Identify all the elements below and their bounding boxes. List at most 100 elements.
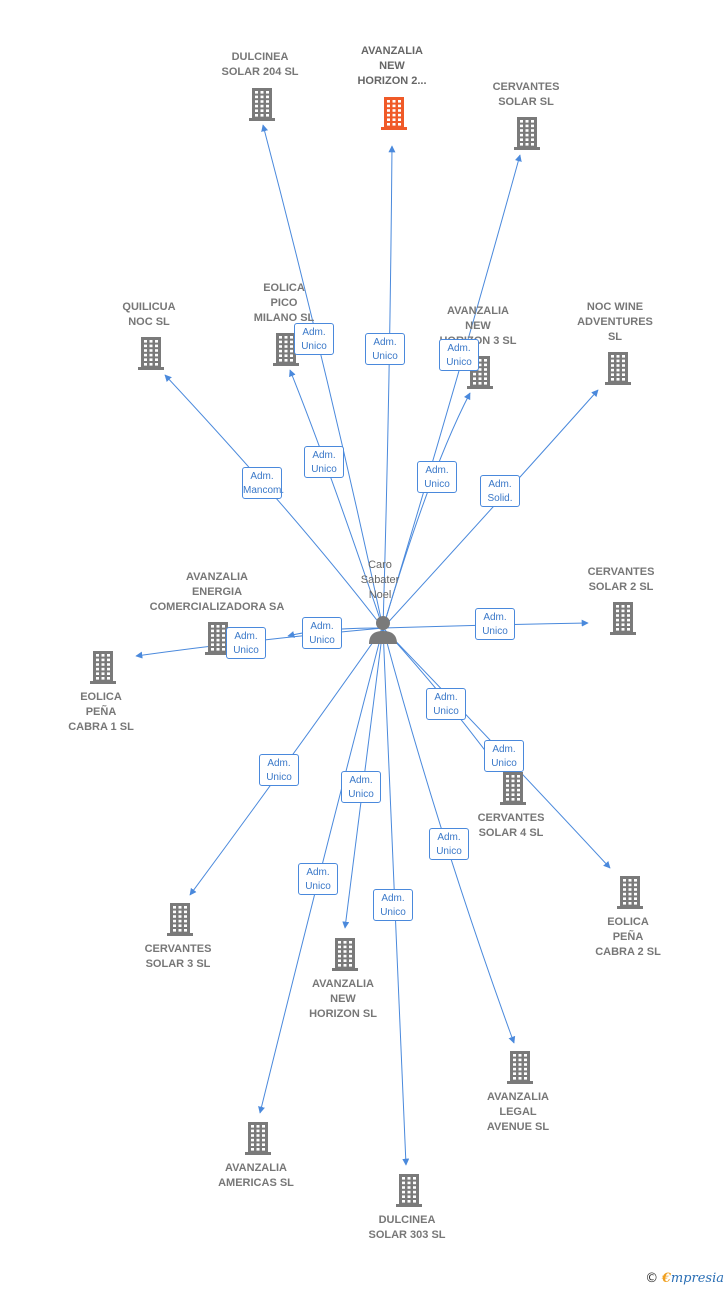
- role-text: Adm.: [306, 867, 330, 878]
- role-text: Adm.: [447, 343, 471, 354]
- company-name-line: DULCINEA: [231, 51, 289, 63]
- company-name-line: SOLAR 303 SL: [368, 1229, 446, 1241]
- company-name: AVANZALIA NEW HORIZON SL: [263, 977, 423, 1022]
- company-name-line: AVANZALIA: [361, 45, 423, 57]
- company-name-line: CERVANTES: [492, 81, 560, 93]
- role-text: Mancom.: [243, 485, 285, 496]
- building-icon: [332, 938, 358, 971]
- role-badge-dulcinea-solar-204[interactable]: Adm.Unico: [294, 323, 334, 355]
- company-name-line: SOLAR 4 SL: [478, 827, 544, 839]
- company-name-line: LEGAL: [499, 1106, 537, 1118]
- role-badge-cervantes-solar-3[interactable]: Adm. Unico: [259, 754, 299, 786]
- company-name-line: CERVANTES: [477, 812, 545, 824]
- company-name-line: NEW: [330, 993, 356, 1005]
- role-text: Adm.: [250, 471, 274, 482]
- role-badge-avanzalia-new-horizon-3[interactable]: Adm. Unico: [417, 461, 457, 493]
- building-icon: [381, 97, 407, 130]
- brand-logo-initial: €: [661, 1271, 671, 1286]
- role-badge-avanzalia-new-horizon[interactable]: Adm. Unico: [341, 771, 381, 803]
- edge-avanzalia-new-horizon-2: [382, 145, 396, 629]
- role-text: Adm.: [312, 450, 336, 461]
- role-text: Unico: [424, 479, 450, 490]
- company-name-line: AVANZALIA: [447, 305, 509, 317]
- company-name-line: SL: [607, 331, 623, 343]
- edge-dulcinea-solar-204: [261, 124, 384, 629]
- company-name-line: HORIZON 2...: [357, 75, 427, 87]
- company-name-line: NEW: [379, 60, 405, 72]
- company-name-line: AMERICAS SL: [218, 1177, 294, 1189]
- role-text: Adm.: [492, 744, 516, 755]
- company-name-line: AVANZALIA: [225, 1162, 287, 1174]
- company-name-line: COMERCIALIZADORA SA: [149, 601, 285, 613]
- role-text: Adm.: [234, 631, 258, 642]
- company-name: EOLICA PEÑA CABRA 1 SL: [21, 690, 181, 735]
- company-name-line: CABRA 1 SL: [68, 721, 134, 733]
- edge-cervantes-solar: [382, 154, 522, 629]
- role-text: Adm.: [425, 465, 449, 476]
- company-name: CERVANTES SOLAR SL: [446, 80, 606, 110]
- role-text: Adm.: [310, 621, 334, 632]
- building-icon: [245, 1122, 271, 1155]
- role-badge-avanzalia-legal-avenue[interactable]: Adm. Unico: [429, 828, 469, 860]
- company-name-line: SOLAR 3 SL: [145, 958, 211, 970]
- company-name-line: MILANO SL: [253, 312, 315, 324]
- role-badge-cervantes-solar-2[interactable]: Adm.Unico: [475, 608, 515, 640]
- company-name-line: PEÑA: [85, 706, 117, 718]
- edge-quilicua-noc: [164, 374, 384, 629]
- role-text: Unico: [311, 464, 337, 475]
- company-name-line: PEÑA: [612, 931, 644, 943]
- company-name-line: EOLICA: [80, 691, 122, 703]
- role-badge-avanzalia-new-horizon-2[interactable]: Adm.Unico: [365, 333, 405, 365]
- role-badge-eolica-pena-cabra-1[interactable]: Adm. Unico: [226, 627, 266, 659]
- role-badge-eolica-pico-milano[interactable]: Adm. Unico: [304, 446, 344, 478]
- role-text: Unico: [233, 645, 259, 656]
- brand-footer: © €mpresia: [645, 1270, 724, 1286]
- building-icon: [205, 622, 231, 655]
- role-text: Adm.: [437, 832, 461, 843]
- person-name: Caro Sabater Noel: [360, 559, 400, 601]
- company-name-line: HORIZON SL: [309, 1008, 377, 1020]
- edge-eolica-pico-milano: [289, 369, 384, 629]
- role-badge-avanzalia-americas[interactable]: Adm.Unico: [298, 863, 338, 895]
- company-name-line: NOC WINE: [586, 301, 644, 313]
- company-name-line: QUILICUA: [122, 301, 176, 313]
- role-badge-cervantes-solar-4[interactable]: Adm.Unico: [426, 688, 466, 720]
- company-name-line: PICO: [270, 297, 298, 309]
- person-icon: [369, 616, 397, 644]
- role-badge-eolica-pena-cabra-2[interactable]: Adm. Unico: [484, 740, 524, 772]
- company-name-line: AVANZALIA: [312, 978, 374, 990]
- company-name: AVANZALIA NEW HORIZON 2...: [312, 44, 472, 89]
- role-text: Unico: [266, 772, 292, 783]
- role-text: Unico: [433, 706, 459, 717]
- role-text: Unico: [491, 758, 517, 769]
- role-text: Unico: [301, 341, 327, 352]
- building-icon: [605, 352, 631, 385]
- company-name-line: SOLAR 2 SL: [588, 581, 654, 593]
- role-text: Unico: [446, 357, 472, 368]
- role-badge-dulcinea-solar-303[interactable]: Adm.Unico: [373, 889, 413, 921]
- role-text: Unico: [436, 846, 462, 857]
- role-text: Unico: [380, 907, 406, 918]
- company-name: CERVANTES SOLAR 4 SL: [431, 811, 591, 841]
- role-badge-noc-wine-adventures[interactable]: Adm.Solid.: [480, 475, 520, 507]
- building-icon: [273, 333, 299, 366]
- role-text: Adm.: [349, 775, 373, 786]
- building-icon: [507, 1051, 533, 1084]
- building-icon: [138, 337, 164, 370]
- company-name-line: SOLAR SL: [498, 96, 554, 108]
- company-name-line: CERVANTES: [144, 943, 212, 955]
- role-text: Adm.: [267, 758, 291, 769]
- role-badge-cervantes-solar[interactable]: Adm. Unico: [439, 339, 479, 371]
- role-text: Solid.: [487, 493, 513, 504]
- role-badge-quilicua-noc[interactable]: Adm. Mancom.: [242, 467, 285, 499]
- role-badge-avanzalia-energia[interactable]: Adm.Unico: [302, 617, 342, 649]
- role-text: Unico: [348, 789, 374, 800]
